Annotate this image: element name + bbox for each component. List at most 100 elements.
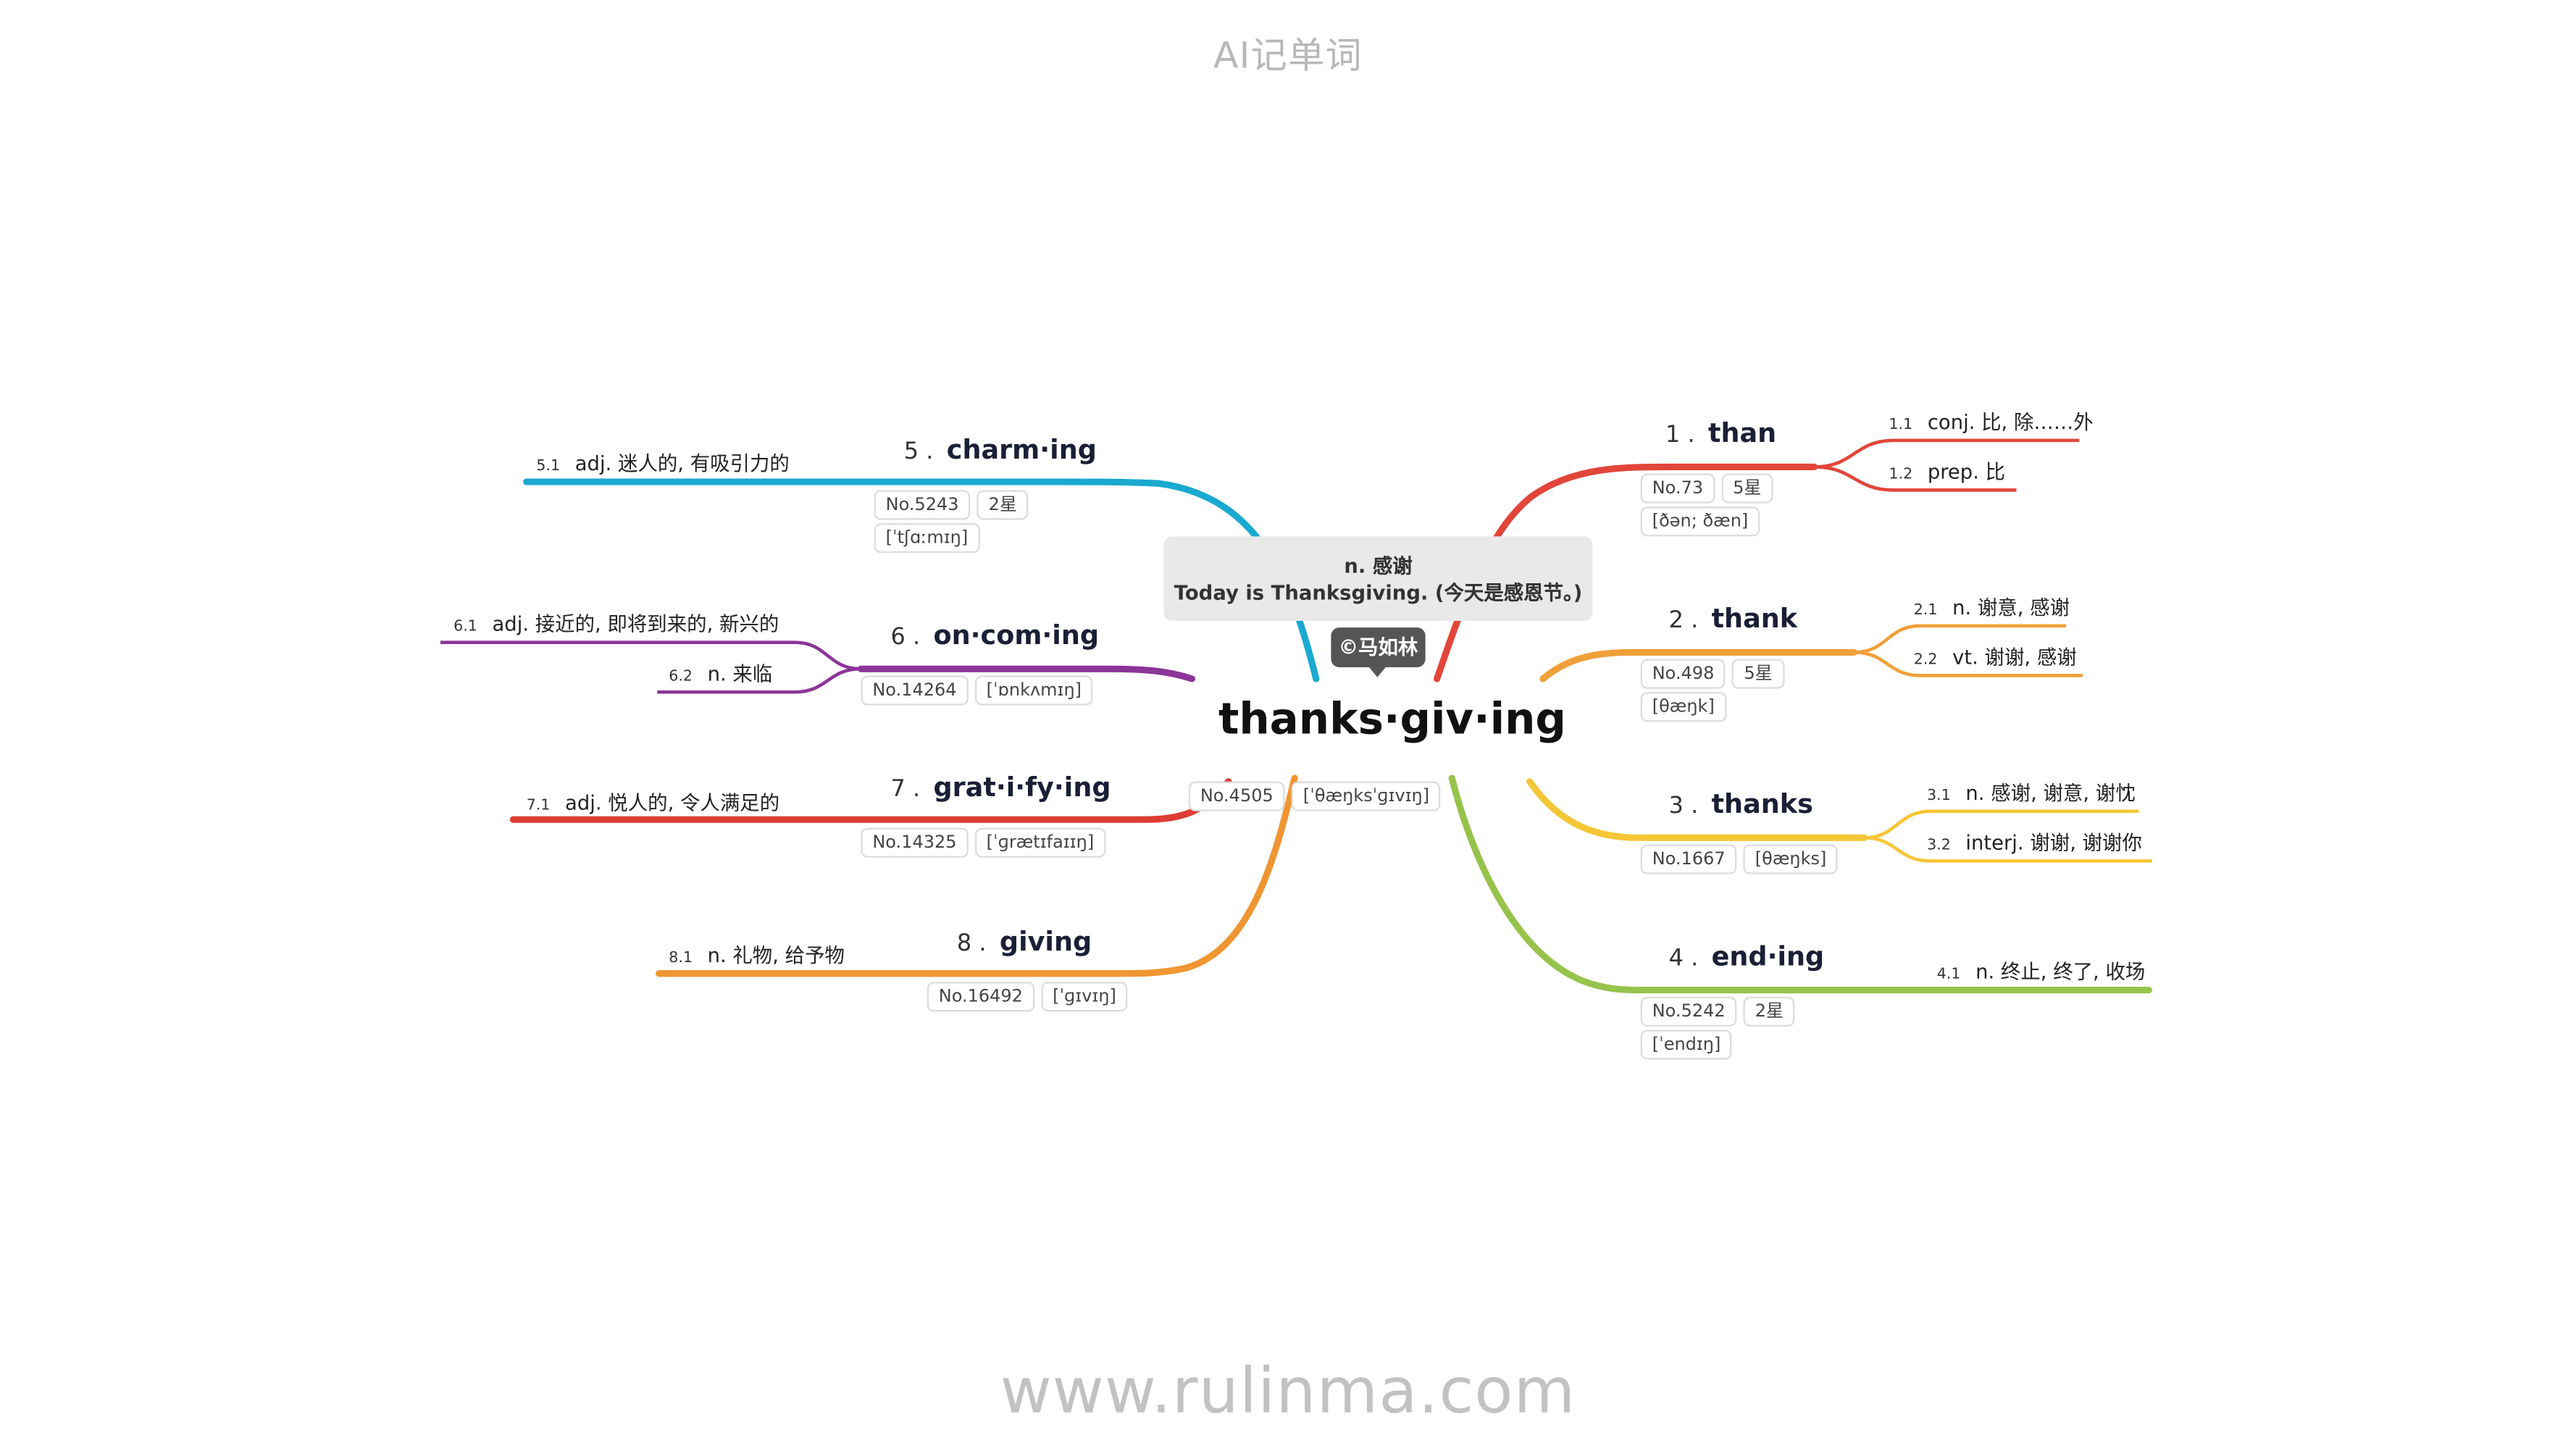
branch-number: 7 . xyxy=(890,776,921,803)
branch-node-thank[interactable]: 2 . thank xyxy=(1669,603,1798,634)
branch-word: giving xyxy=(999,925,1092,957)
link-trunk-thanks xyxy=(1526,778,1868,841)
leaf-number: 3.2 xyxy=(1927,838,1951,855)
branch-number: 2 . xyxy=(1668,607,1699,635)
star-tag: 5星 xyxy=(1732,659,1784,689)
leaf-number: 2.2 xyxy=(1913,652,1938,669)
leaf-8-1[interactable]: 8.1 n. 礼物, 给予物 xyxy=(669,940,845,969)
link-trunk-ending xyxy=(1448,774,2152,994)
branch-word: thank xyxy=(1711,602,1798,635)
branch-tags: No.16492 [ˈɡɪvɪŋ] xyxy=(927,982,1128,1012)
site-title: AI记单词 xyxy=(1213,36,1363,78)
branch-node-oncoming[interactable]: 6 . on·com·ing xyxy=(890,619,1099,651)
leaf-number: 3.1 xyxy=(1927,788,1951,805)
branch-tags: No.5243 2星 xyxy=(874,490,1029,520)
branch-number: 5 . xyxy=(903,438,934,466)
leaf-5-1[interactable]: 5.1 adj. 迷人的, 有吸引力的 xyxy=(536,448,789,477)
branch-tags: No.5242 2星 xyxy=(1640,996,1796,1027)
leaf-text: interj. 谢谢, 谢谢你 xyxy=(1965,831,2142,855)
branch-node-thanks[interactable]: 3 . thanks xyxy=(1669,788,1813,819)
center-tags: No.4505 [ˈθæŋksˈɡɪvɪŋ] xyxy=(1188,781,1442,811)
branch-tags: No.73 5星 xyxy=(1640,473,1773,504)
link-trunk-thank xyxy=(1539,648,1858,682)
branch-word: on·com·ing xyxy=(933,619,1100,651)
branch-node-than[interactable]: 1 . than xyxy=(1665,417,1776,448)
link-leaf-1-2 xyxy=(1814,465,2017,492)
star-tag: 2星 xyxy=(977,490,1029,520)
link-leaf-3-1 xyxy=(1864,809,2139,840)
link-leaf-6-2 xyxy=(657,667,861,694)
branch-node-ending[interactable]: 4 . end·ing xyxy=(1669,940,1825,972)
leaf-6-1[interactable]: 6.1 adj. 接近的, 即将到来的, 新兴的 xyxy=(453,609,779,638)
leaf-2-2[interactable]: 2.2 vt. 谢谢, 感谢 xyxy=(1914,643,2077,671)
leaf-6-2[interactable]: 6.2 n. 来临 xyxy=(669,659,772,688)
leaf-7-1[interactable]: 7.1 adj. 悦人的, 令人满足的 xyxy=(527,788,779,817)
phonetic-tag: [ˈendɪŋ] xyxy=(1640,1030,1733,1060)
branch-node-giving[interactable]: 8 . giving xyxy=(957,925,1092,956)
link-leaf-2-1 xyxy=(1854,624,2067,654)
frequency-tag: No.14325 xyxy=(861,827,969,858)
phonetic-tag: [θæŋk] xyxy=(1640,692,1726,722)
leaf-1-1[interactable]: 1.1 conj. 比, 除……外 xyxy=(1889,407,2094,435)
author-badge: ©马如林 xyxy=(1331,627,1426,677)
frequency-tag: No.14264 xyxy=(861,675,969,706)
phonetic-tags: [θæŋk] xyxy=(1640,692,1726,722)
leaf-text: adj. 悦人的, 令人满足的 xyxy=(565,791,780,815)
phonetic-tag: [ˈɡrætɪfaɪɪŋ] xyxy=(974,827,1106,858)
leaf-1-2[interactable]: 1.2 prep. 比 xyxy=(1889,457,2006,485)
branch-number: 4 . xyxy=(1668,945,1699,972)
phonetic-tag: [ðən; ðæn] xyxy=(1640,506,1760,537)
link-leaf-6-1 xyxy=(440,640,861,671)
leaf-text: n. 终止, 终了, 收场 xyxy=(1975,960,2146,984)
leaf-number: 5.1 xyxy=(536,459,561,475)
frequency-tag: No.498 xyxy=(1640,659,1726,689)
center-number-tag: No.4505 xyxy=(1188,781,1285,811)
leaf-number: 7.1 xyxy=(526,798,551,815)
leaf-text: n. 感谢, 谢意, 谢忱 xyxy=(1965,781,2136,805)
link-leaf-2-2 xyxy=(1854,651,2083,677)
link-leaf-3-2 xyxy=(1864,836,2152,863)
frequency-tag: No.73 xyxy=(1640,473,1715,504)
branch-number: 8 . xyxy=(956,930,987,957)
leaf-number: 6.2 xyxy=(669,669,693,686)
center-phonetic-tag: [ˈθæŋksˈɡɪvɪŋ] xyxy=(1291,781,1442,811)
leaf-text: n. 礼物, 给予物 xyxy=(707,943,845,967)
leaf-number: 1.1 xyxy=(1889,417,1913,434)
leaf-4-1[interactable]: 4.1 n. 终止, 终了, 收场 xyxy=(1937,957,2146,985)
phonetic-tag: [ˈɡɪvɪŋ] xyxy=(1041,982,1128,1012)
leaf-number: 1.2 xyxy=(1889,467,1913,484)
branch-word: than xyxy=(1708,417,1777,449)
frequency-tag: No.1667 xyxy=(1640,844,1737,874)
phonetic-tag: [ˈtʃɑːmɪŋ] xyxy=(874,523,980,554)
leaf-text: conj. 比, 除……外 xyxy=(1927,410,2094,434)
leaf-number: 4.1 xyxy=(1936,966,1961,984)
phonetic-tag: [θæŋks] xyxy=(1743,844,1839,874)
branch-node-charming[interactable]: 5 . charm·ing xyxy=(904,434,1097,465)
leaf-number: 8.1 xyxy=(669,950,693,967)
leaf-3-1[interactable]: 3.1 n. 感谢, 谢意, 谢忱 xyxy=(1927,778,2136,806)
site-url[interactable]: www.rulinma.com xyxy=(1000,1354,1576,1427)
phonetic-tag: [ˈɒnkʌmɪŋ] xyxy=(974,675,1094,706)
star-tag: 2星 xyxy=(1743,996,1796,1027)
branch-node-gratifying[interactable]: 7 . grat·i·fy·ing xyxy=(890,772,1111,803)
frequency-tag: No.5242 xyxy=(1640,996,1737,1027)
branch-tags: No.1667 [θæŋks] xyxy=(1640,844,1839,874)
leaf-2-1[interactable]: 2.1 n. 谢意, 感谢 xyxy=(1914,593,2070,621)
leaf-text: n. 来临 xyxy=(707,662,773,686)
branch-tags: No.498 5星 xyxy=(1640,659,1784,689)
star-tag: 5星 xyxy=(1721,473,1773,504)
leaf-3-2[interactable]: 3.2 interj. 谢谢, 谢谢你 xyxy=(1927,828,2142,856)
branch-tags: No.14325 [ˈɡrætɪfaɪɪŋ] xyxy=(861,827,1106,858)
branch-tags: No.14264 [ˈɒnkʌmɪŋ] xyxy=(861,675,1094,706)
branch-number: 3 . xyxy=(1668,793,1699,820)
phonetic-tags: [ˈendɪŋ] xyxy=(1640,1030,1733,1060)
branch-number: 6 . xyxy=(890,624,921,651)
leaf-text: adj. 接近的, 即将到来的, 新兴的 xyxy=(492,612,779,636)
center-example: Today is Thanksgiving. (今天是感恩节。) xyxy=(1174,581,1583,605)
leaf-text: vt. 谢谢, 感谢 xyxy=(1952,646,2077,669)
definition-popup: n. 感谢 Today is Thanksgiving. (今天是感恩节。) xyxy=(1163,536,1593,621)
center-word[interactable]: thanks·giv·ing xyxy=(1218,695,1566,746)
link-leaf-1-1 xyxy=(1814,438,2080,469)
branch-word: charm·ing xyxy=(946,433,1097,466)
